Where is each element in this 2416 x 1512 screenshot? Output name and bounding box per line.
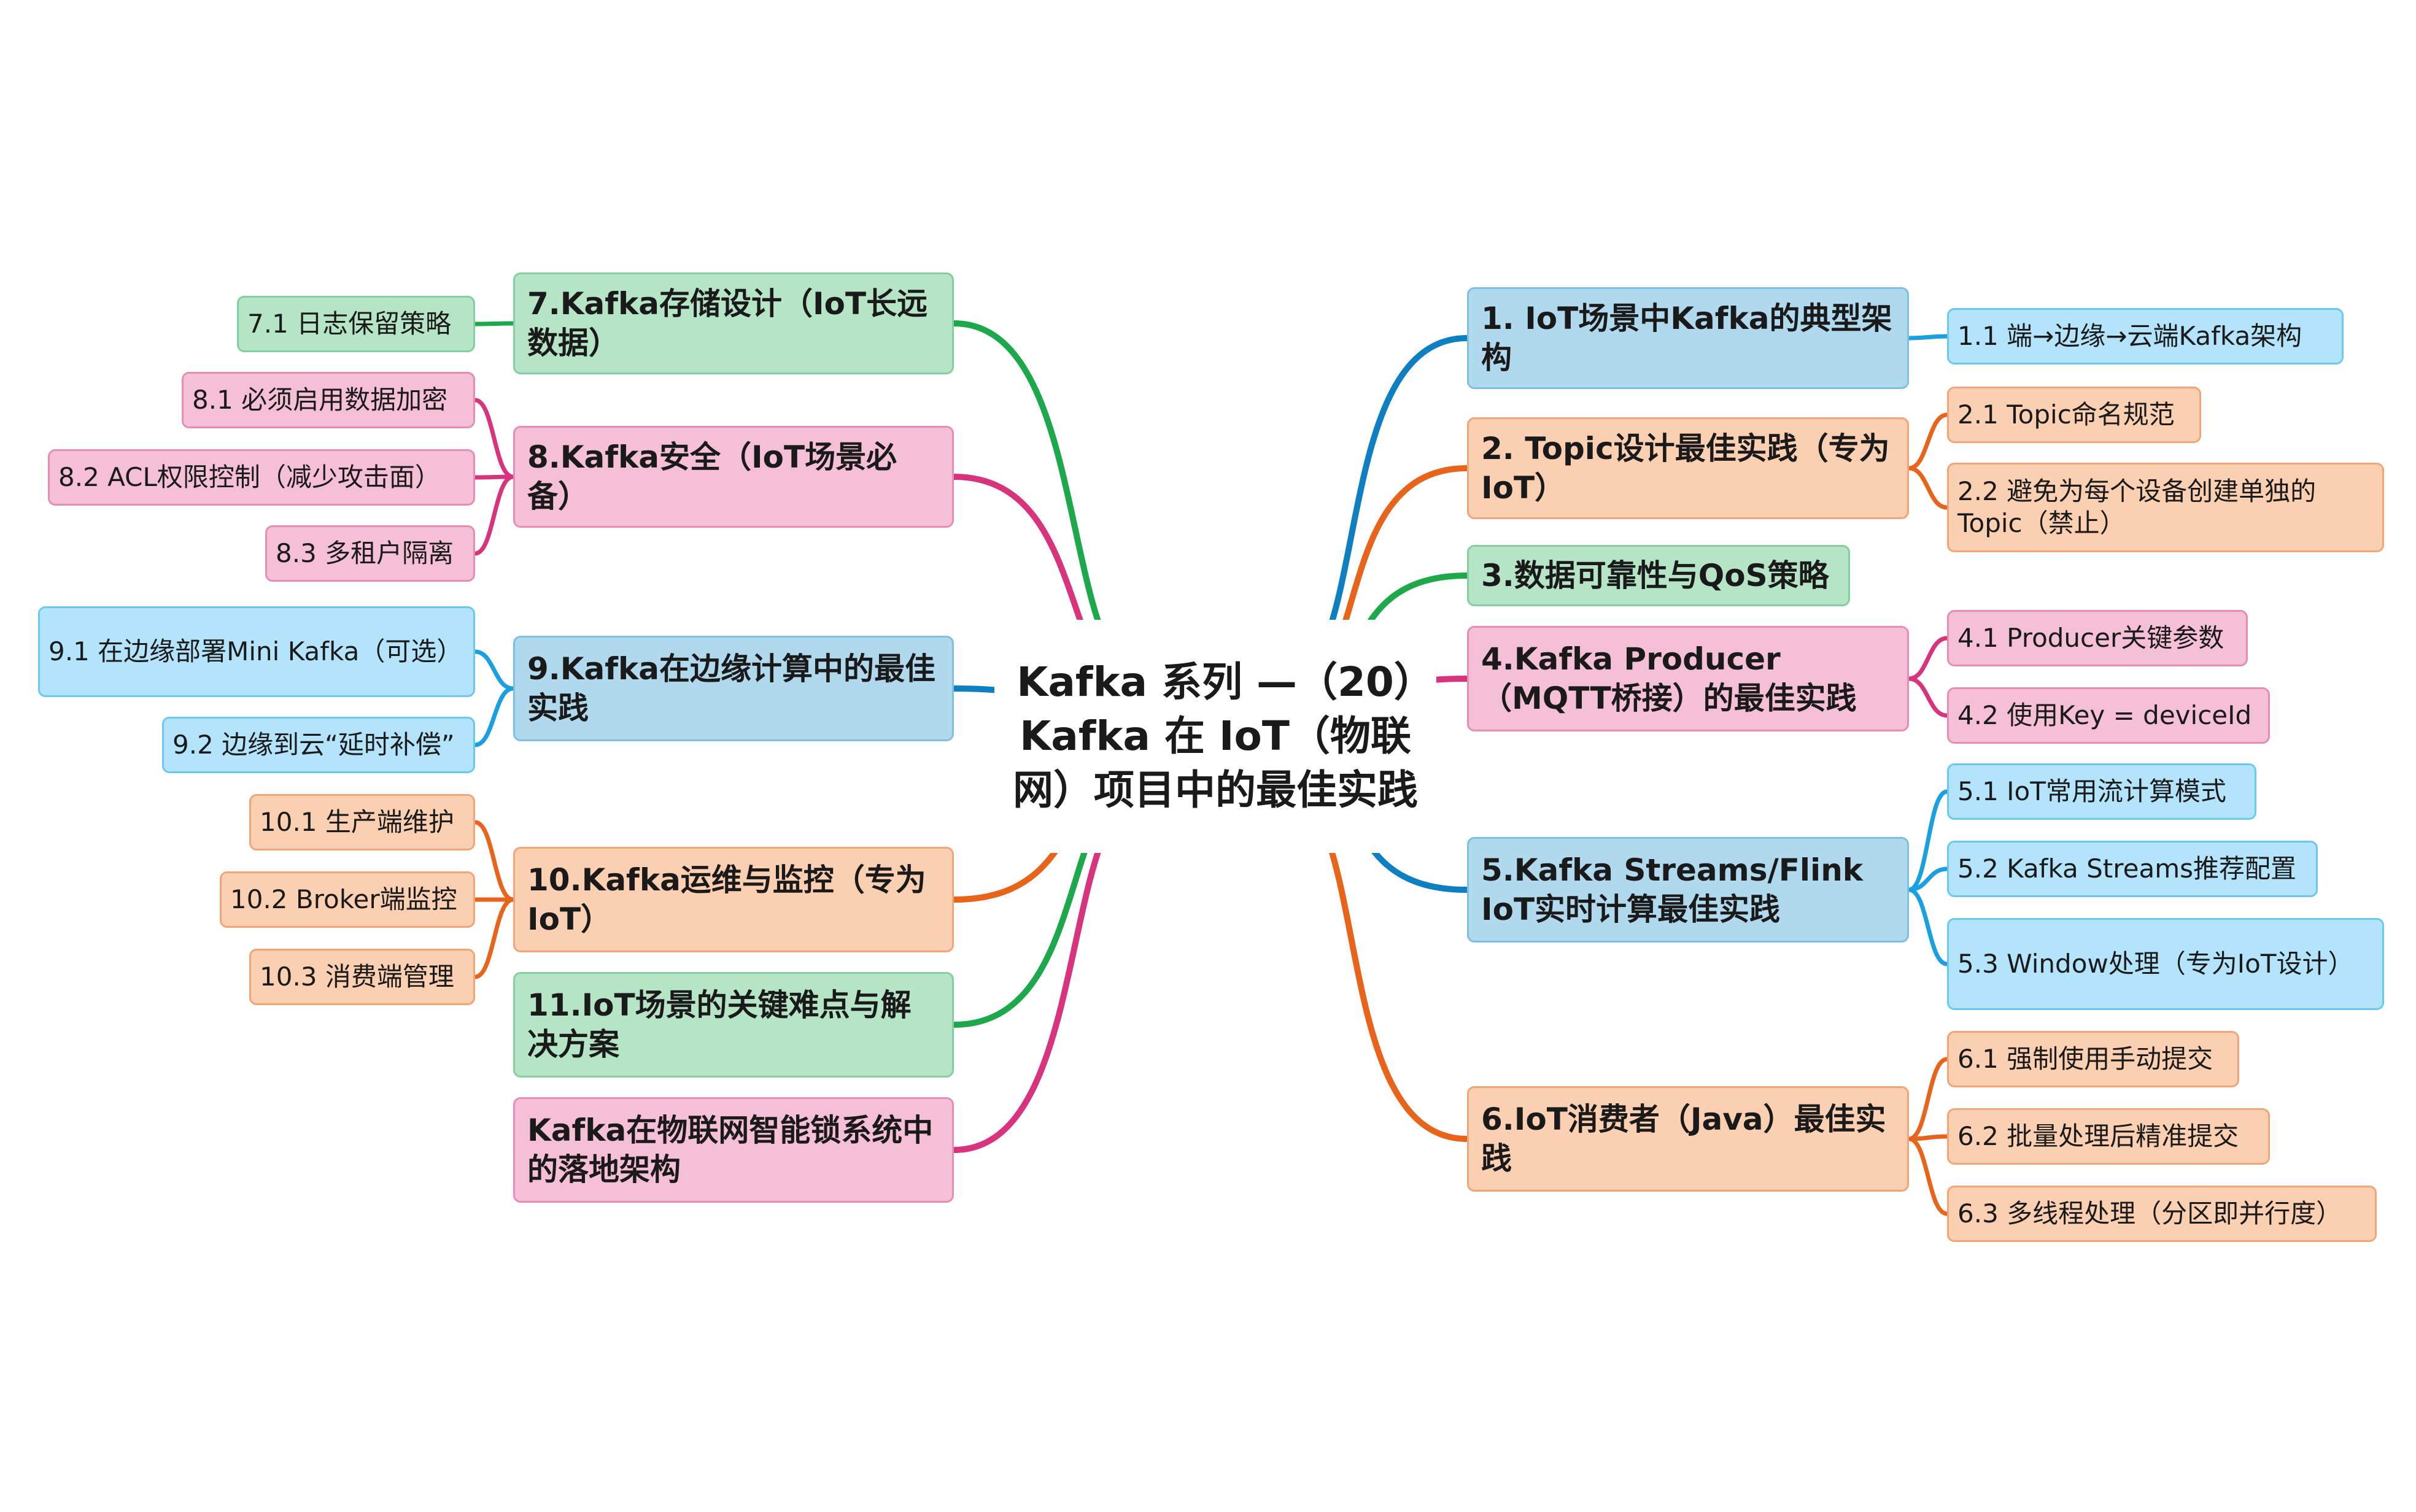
subtopic-label: 4.2 使用Key = deviceId (1957, 700, 2252, 730)
subtopic-batch-commit[interactable]: 6.2 批量处理后精准提交 (1947, 1108, 2270, 1165)
connector-right-subtopic (1907, 636, 1949, 681)
subtopic-label: 9.1 在边缘部署Mini Kafka（可选） (48, 636, 463, 666)
branch-stream-processing[interactable]: 5.Kafka Streams/Flink IoT实时计算最佳实践 (1467, 837, 1909, 943)
subtopic-label: 2.1 Topic命名规范 (1957, 399, 2175, 430)
subtopic-label: 9.2 边缘到云“延时补偿” (172, 729, 455, 760)
connector-right-subtopic (1907, 1134, 1949, 1141)
branch-key-difficulties[interactable]: 11.IoT场景的关键难点与解决方案 (513, 972, 954, 1078)
branch-security[interactable]: 8.Kafka安全（IoT场景必备） (513, 426, 954, 528)
subtopic-broker-monitoring[interactable]: 10.2 Broker端监控 (220, 871, 475, 928)
subtopic-multi-tenant[interactable]: 8.3 多租户隔离 (265, 525, 475, 582)
subtopic-label: 5.3 Window处理（专为IoT设计） (1957, 948, 2354, 979)
subtopic-label: 1.1 端→边缘→云端Kafka架构 (1957, 320, 2302, 351)
subtopic-label: 10.2 Broker端监控 (230, 884, 457, 914)
subtopic-producer-params[interactable]: 4.1 Producer关键参数 (1947, 610, 2248, 666)
branch-label: 9.Kafka在边缘计算中的最佳实践 (527, 651, 936, 726)
subtopic-label: 5.1 IoT常用流计算模式 (1957, 776, 2226, 806)
subtopic-label: 8.2 ACL权限控制（减少攻击面） (58, 461, 441, 492)
branch-label: 1. IoT场景中Kafka的典型架构 (1481, 301, 1892, 376)
subtopic-latency-compensation[interactable]: 9.2 边缘到云“延时补偿” (162, 717, 475, 773)
subtopic-stream-patterns[interactable]: 5.1 IoT常用流计算模式 (1947, 763, 2256, 820)
branch-label: 2. Topic设计最佳实践（专为IoT） (1481, 431, 1890, 506)
subtopic-label: 8.1 必须启用数据加密 (192, 384, 448, 415)
connector-right-subtopic (1907, 1057, 1949, 1141)
connector-left-subtopic (473, 649, 516, 691)
subtopic-label: 6.2 批量处理后精准提交 (1957, 1120, 2239, 1151)
branch-label: 6.IoT消费者（Java）最佳实践 (1481, 1101, 1886, 1176)
subtopic-manual-commit[interactable]: 6.1 强制使用手动提交 (1947, 1031, 2239, 1087)
connector-left-subtopic (473, 321, 516, 326)
subtopic-label: 6.3 多线程处理（分区即并行度） (1957, 1198, 2342, 1228)
branch-label: 4.Kafka Producer（MQTT桥接）的最佳实践 (1481, 641, 1857, 716)
branch-edge-computing[interactable]: 9.Kafka在边缘计算中的最佳实践 (513, 636, 954, 741)
subtopic-multithread-processing[interactable]: 6.3 多线程处理（分区即并行度） (1947, 1186, 2377, 1242)
subtopic-edge-cloud-architecture[interactable]: 1.1 端→边缘→云端Kafka架构 (1947, 308, 2344, 364)
subtopic-mini-kafka-edge[interactable]: 9.1 在边缘部署Mini Kafka（可选） (38, 606, 475, 697)
branch-ops-monitoring[interactable]: 10.Kafka运维与监控（专为IoT） (513, 847, 954, 952)
branch-label: 7.Kafka存储设计（IoT长远数据） (527, 286, 928, 361)
branch-topic-design[interactable]: 2. Topic设计最佳实践（专为IoT） (1467, 417, 1909, 519)
subtopic-data-encryption[interactable]: 8.1 必须启用数据加密 (182, 372, 475, 428)
subtopic-producer-maintenance[interactable]: 10.1 生产端维护 (249, 794, 475, 850)
branch-typical-architecture[interactable]: 1. IoT场景中Kafka的典型架构 (1467, 287, 1909, 389)
subtopic-consumer-management[interactable]: 10.3 消费端管理 (249, 949, 475, 1005)
subtopic-label: 5.2 Kafka Streams推荐配置 (1957, 853, 2296, 884)
connector-left-subtopic (473, 897, 516, 979)
connector-right-subtopic (1907, 789, 1949, 892)
connector-right-subtopic (1907, 1136, 1949, 1216)
connector-left-subtopic (473, 474, 516, 556)
central-topic-label: Kafka 系列 —（20）Kafka 在 IoT（物联网）项目中的最佳实践 (1013, 658, 1418, 814)
branch-producer-mqtt[interactable]: 4.Kafka Producer（MQTT桥接）的最佳实践 (1467, 626, 1909, 731)
branch-label: 10.Kafka运维与监控（专为IoT） (527, 862, 926, 937)
subtopic-label: 10.3 消费端管理 (260, 961, 454, 992)
subtopic-streams-config[interactable]: 5.2 Kafka Streams推荐配置 (1947, 841, 2318, 897)
branch-label: 5.Kafka Streams/Flink IoT实时计算最佳实践 (1481, 852, 1864, 927)
subtopic-label: 4.1 Producer关键参数 (1957, 622, 2224, 653)
connector-right-subtopic (1907, 676, 1949, 718)
connector-right-subtopic (1907, 466, 1949, 510)
connector-right-subtopic (1907, 334, 1949, 341)
subtopic-topic-naming[interactable]: 2.1 Topic命名规范 (1947, 387, 2201, 443)
connector-right-subtopic (1907, 887, 1949, 966)
central-topic[interactable]: Kafka 系列 —（20）Kafka 在 IoT（物联网）项目中的最佳实践 (994, 620, 1436, 853)
subtopic-label: 8.3 多租户隔离 (276, 538, 454, 568)
branch-reliability-qos[interactable]: 3.数据可靠性与QoS策略 (1467, 545, 1850, 606)
subtopic-window-processing[interactable]: 5.3 Window处理（专为IoT设计） (1947, 918, 2384, 1010)
subtopic-log-retention[interactable]: 7.1 日志保留策略 (237, 296, 475, 352)
branch-label: 8.Kafka安全（IoT场景必备） (527, 439, 897, 514)
branch-label: Kafka在物联网智能锁系统中的落地架构 (527, 1113, 934, 1187)
subtopic-label: 6.1 强制使用手动提交 (1957, 1043, 2213, 1074)
connector-left-subtopic (473, 686, 516, 747)
connector-right-subtopic (1907, 866, 1949, 892)
branch-storage-design[interactable]: 7.Kafka存储设计（IoT长远数据） (513, 272, 954, 374)
connector-left-subtopic (473, 820, 516, 902)
branch-label: 3.数据可靠性与QoS策略 (1481, 558, 1829, 593)
subtopic-label: 7.1 日志保留策略 (247, 308, 452, 339)
branch-smart-lock-architecture[interactable]: Kafka在物联网智能锁系统中的落地架构 (513, 1097, 954, 1203)
subtopic-acl-control[interactable]: 8.2 ACL权限控制（减少攻击面） (48, 449, 475, 506)
subtopic-avoid-per-device-topic[interactable]: 2.2 避免为每个设备创建单独的Topic（禁止） (1947, 463, 2384, 552)
connector-left-subtopic (473, 398, 516, 479)
subtopic-key-device-id[interactable]: 4.2 使用Key = deviceId (1947, 687, 2270, 744)
branch-iot-consumer[interactable]: 6.IoT消费者（Java）最佳实践 (1467, 1086, 1909, 1192)
subtopic-label: 10.1 生产端维护 (260, 806, 454, 837)
connector-right-subtopic (1907, 412, 1949, 471)
subtopic-label: 2.2 避免为每个设备创建单独的Topic（禁止） (1957, 476, 2317, 539)
branch-label: 11.IoT场景的关键难点与解决方案 (527, 987, 912, 1062)
